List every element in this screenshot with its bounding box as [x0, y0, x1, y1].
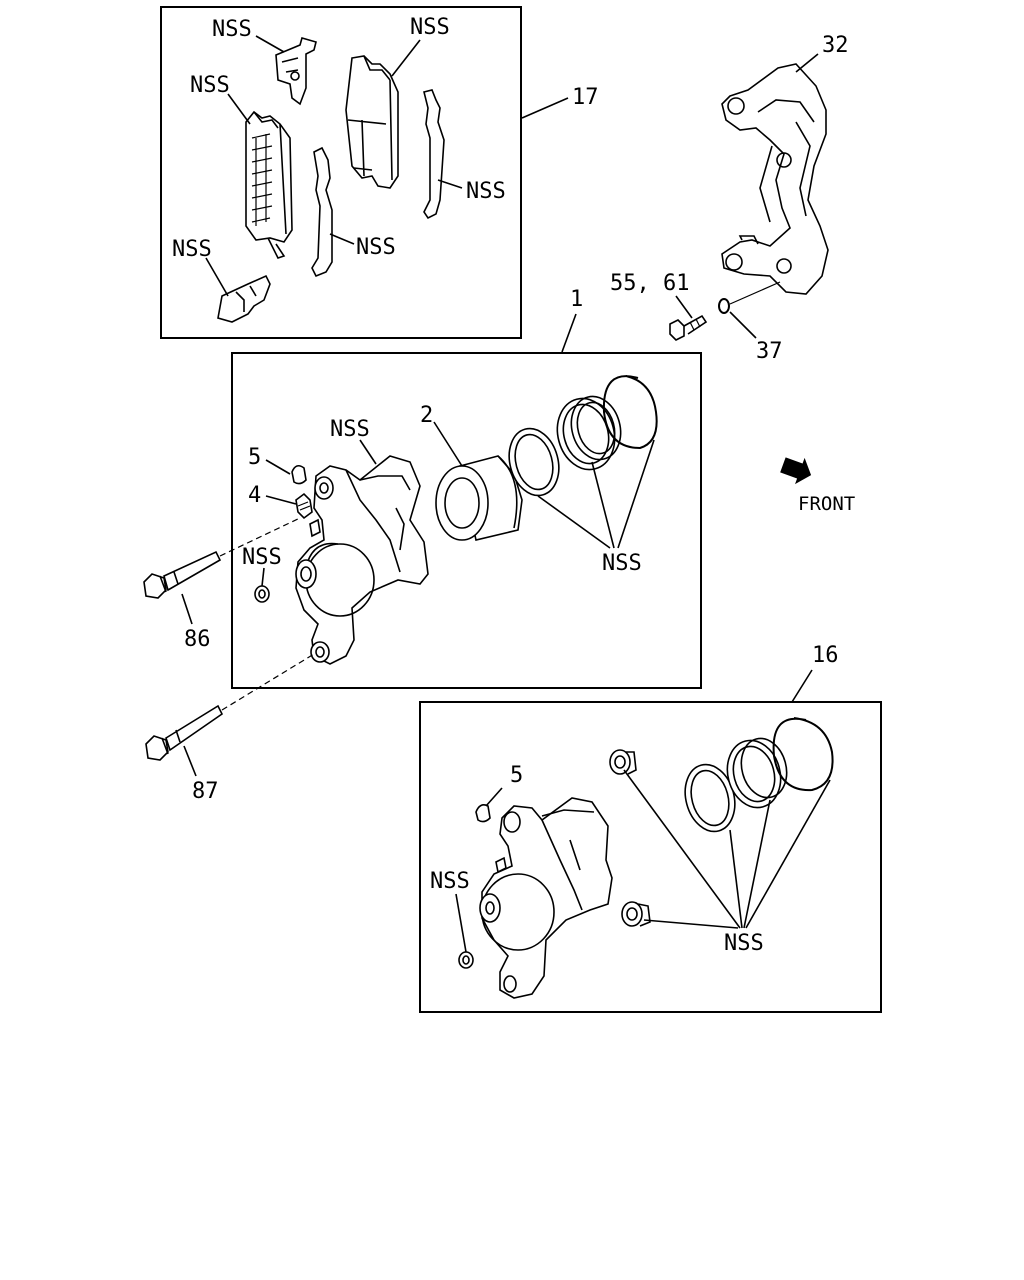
piston-seal-alt	[684, 763, 736, 833]
label-17: 17	[572, 85, 599, 110]
leader-87	[183, 745, 197, 777]
pad-kit-group-box	[160, 6, 522, 339]
label-front: FRONT	[798, 493, 855, 515]
label-nss-clip-lower: NSS	[172, 237, 212, 262]
leader-nss-inner-pad	[391, 39, 421, 77]
bleeder-screw	[295, 492, 313, 520]
leader-5a	[265, 459, 291, 475]
label-nss-shim-mid: NSS	[356, 235, 396, 260]
pad-clip-upper	[275, 37, 317, 106]
label-37: 37	[756, 339, 783, 364]
caliper-kit-box	[419, 701, 882, 1013]
pad-clip-lower	[217, 274, 271, 323]
leader-nss-alt	[623, 769, 831, 929]
leader-17	[521, 97, 569, 119]
label-nss-caliper: NSS	[330, 417, 370, 442]
guide-pin-lower	[145, 653, 315, 761]
label-5a: 5	[248, 445, 261, 470]
caliper-assembly-box	[231, 352, 702, 689]
leader-nss-seals	[537, 439, 655, 549]
leader-5b	[485, 787, 503, 807]
caliper-plug-alt	[458, 951, 474, 969]
caliper-body-alt	[479, 797, 613, 999]
leader-16	[791, 669, 813, 703]
leader-86	[181, 593, 193, 625]
leader-37	[729, 311, 757, 339]
leader-nss-clip-upper	[255, 35, 285, 53]
label-nss-seals: NSS	[602, 551, 642, 576]
caliper-support-bracket	[721, 63, 829, 295]
label-nss-plug: NSS	[242, 545, 282, 570]
boot-retaining-ring-alt	[772, 717, 834, 792]
pin-boot-upper	[609, 749, 637, 775]
leader-nss-outer-pad	[227, 93, 251, 125]
leader-1	[561, 313, 577, 353]
pin-boot-lower	[621, 901, 651, 927]
leader-4	[265, 495, 297, 505]
piston-seal	[508, 427, 560, 497]
label-nss-outer-pad: NSS	[190, 73, 230, 98]
guide-pin-upper	[143, 517, 301, 599]
label-1: 1	[570, 287, 583, 312]
label-5b: 5	[510, 763, 523, 788]
caliper-piston	[435, 455, 523, 541]
label-32: 32	[822, 33, 849, 58]
inner-brake-pad	[345, 55, 399, 189]
label-2: 2	[420, 403, 433, 428]
label-4: 4	[248, 483, 261, 508]
dust-boot	[556, 395, 622, 471]
outer-brake-pad	[245, 110, 293, 259]
leader-55-61	[675, 295, 693, 319]
label-nss-clip-upper: NSS	[212, 17, 252, 42]
label-86: 86	[184, 627, 211, 652]
leader-nss-shim-mid	[329, 233, 355, 245]
label-nss-shim-right: NSS	[466, 179, 506, 204]
label-16: 16	[812, 643, 839, 668]
leader-nss-plug-alt	[455, 893, 467, 953]
label-nss-plug-alt: NSS	[430, 869, 470, 894]
leader-nss-caliper	[359, 439, 377, 465]
label-87: 87	[192, 779, 219, 804]
dust-boot-alt	[726, 737, 788, 809]
bleeder-cap	[291, 464, 307, 485]
leader-nss-clip-lower	[205, 257, 229, 297]
pad-shim-middle	[311, 146, 333, 278]
front-arrow-icon	[780, 457, 812, 485]
bracket-bolt	[669, 314, 708, 341]
label-nss-alt: NSS	[724, 931, 764, 956]
leader-nss-plug	[261, 567, 265, 587]
leader-nss-shim-right	[437, 179, 463, 189]
leader-2	[433, 421, 463, 467]
label-nss-inner-pad: NSS	[410, 15, 450, 40]
pad-shim-right	[423, 89, 445, 220]
caliper-plug	[254, 585, 270, 603]
caliper-body	[295, 455, 429, 665]
boot-retaining-ring	[602, 375, 658, 450]
label-55-61: 55, 61	[610, 271, 689, 296]
leader-32	[795, 53, 819, 73]
washer	[718, 298, 730, 314]
bleeder-cap-alt	[475, 804, 491, 823]
